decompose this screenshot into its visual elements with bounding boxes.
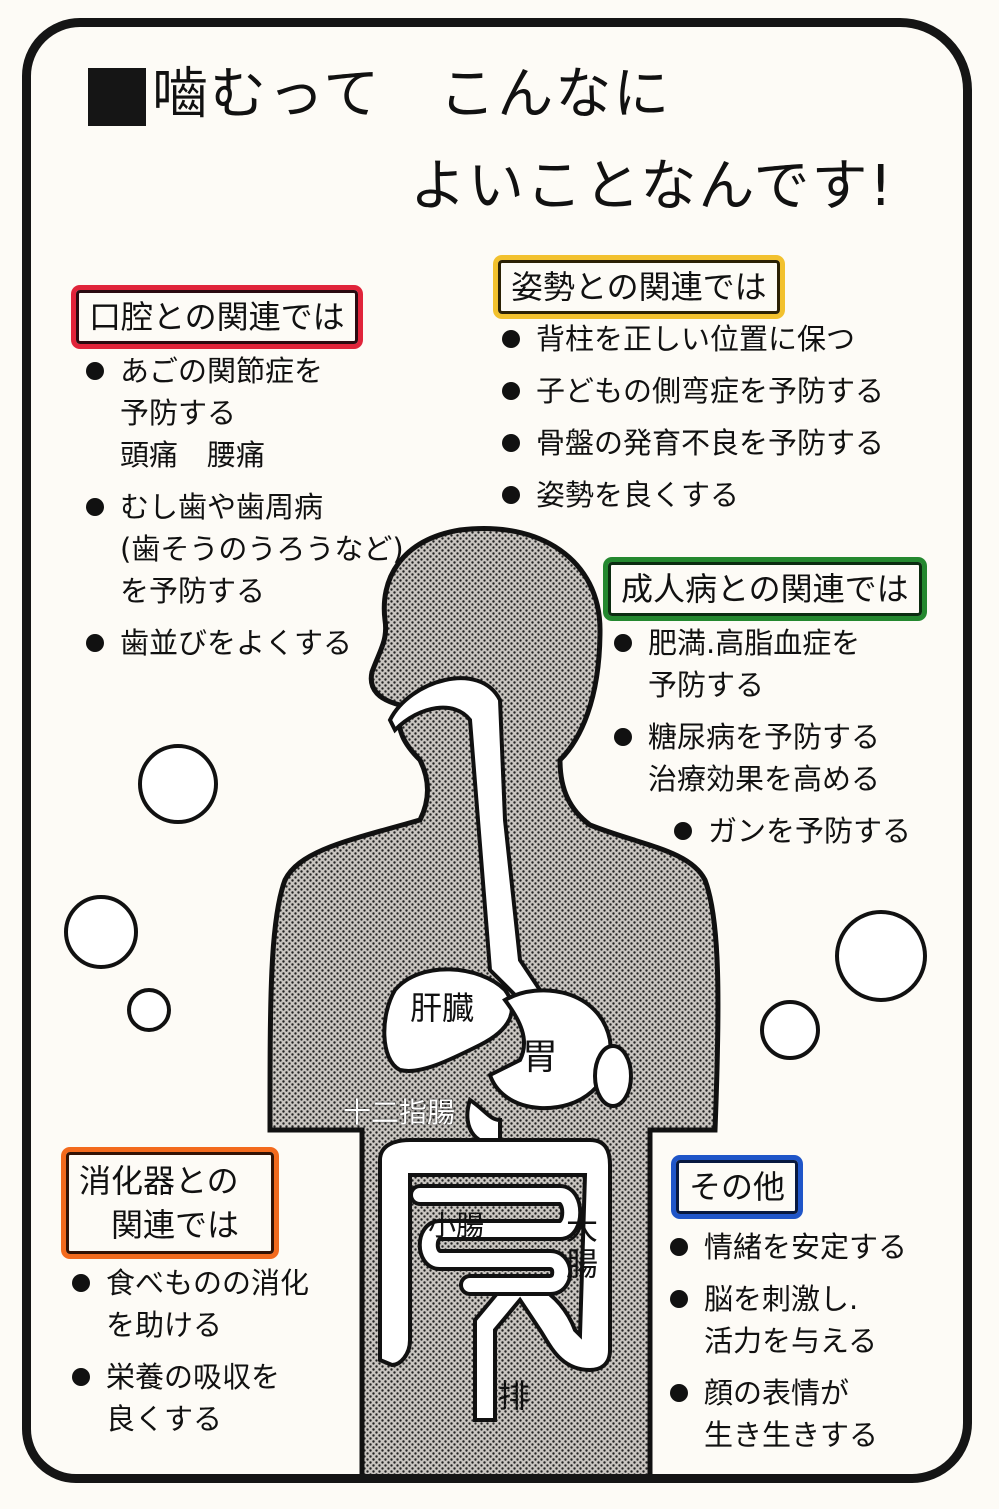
posture-heading: 姿勢との関連では xyxy=(498,260,780,314)
excretion-label: 排 xyxy=(498,1377,531,1415)
page-frame xyxy=(22,18,972,1483)
pancreas-shape xyxy=(593,1044,633,1108)
title-line-1: 嚙むって こんなに xyxy=(152,62,672,127)
other-heading: その他 xyxy=(676,1160,799,1214)
bubble-decoration xyxy=(127,988,171,1032)
digestive-heading: 消化器との 関連では xyxy=(66,1152,274,1254)
list-item: ガンを予防する xyxy=(672,810,952,852)
large-intestine-label: 大 腸 xyxy=(566,1209,599,1283)
posture-list: 背柱を正しい位置に保つ 子どもの側弯症を予防する 骨盤の発育不良を予防する 姿勢… xyxy=(500,318,950,526)
adult-disease-heading: 成人病との関連では xyxy=(608,562,922,616)
oral-heading: 口腔との関連では xyxy=(76,290,358,344)
stomach-shape xyxy=(487,988,613,1111)
duodenum-label: 十二指腸 xyxy=(343,1096,456,1129)
small-intestine-label: 小腸 xyxy=(428,1209,485,1242)
bubble-decoration xyxy=(64,895,138,969)
other-list: 情緒を安定する 脳を刺激し. 活力を与える 顔の表情が 生き生きする xyxy=(668,1226,958,1466)
liver-shape xyxy=(382,967,514,1073)
title-square-icon xyxy=(88,68,146,126)
list-item: 顔の表情が 生き生きする xyxy=(668,1372,958,1456)
list-item: 姿勢を良くする xyxy=(500,474,950,516)
large-intestine-shape xyxy=(378,1138,612,1422)
list-item: 情緒を安定する xyxy=(668,1226,958,1268)
list-item: 食べものの消化 を助ける xyxy=(70,1262,350,1346)
title-line-2: よいことなんです! xyxy=(410,154,894,219)
list-item: 背柱を正しい位置に保つ xyxy=(500,318,950,360)
list-item: あごの関節症を 予防する 頭痛 腰痛 xyxy=(84,350,404,476)
list-item: 子どもの側弯症を予防する xyxy=(500,370,950,412)
stomach-label: 胃 xyxy=(522,1037,559,1078)
bubble-decoration xyxy=(760,1000,820,1060)
esophagus-shape xyxy=(387,676,543,1003)
liver-label: 肝臓 xyxy=(410,989,475,1027)
digestive-list: 食べものの消化 を助ける 栄養の吸収を 良くする xyxy=(70,1262,350,1450)
list-item: 骨盤の発育不良を予防する xyxy=(500,422,950,464)
adult-disease-list: 肥満.高脂血症を 予防する 糖尿病を予防する 治療効果を高める ガンを予防する xyxy=(612,622,952,862)
oral-list: あごの関節症を 予防する 頭痛 腰痛 むし歯や歯周病 (歯そうのうろうなど) を… xyxy=(84,350,404,674)
list-item: 肥満.高脂血症を 予防する xyxy=(612,622,952,706)
list-item: 脳を刺激し. 活力を与える xyxy=(668,1278,958,1362)
list-item: 歯並びをよくする xyxy=(84,622,404,664)
bubble-decoration xyxy=(138,744,218,824)
list-item: 糖尿病を予防する 治療効果を高める xyxy=(612,716,952,800)
list-item: むし歯や歯周病 (歯そうのうろうなど) を予防する xyxy=(84,486,404,612)
bubble-decoration xyxy=(835,910,927,1002)
list-item: 栄養の吸収を 良くする xyxy=(70,1356,350,1440)
